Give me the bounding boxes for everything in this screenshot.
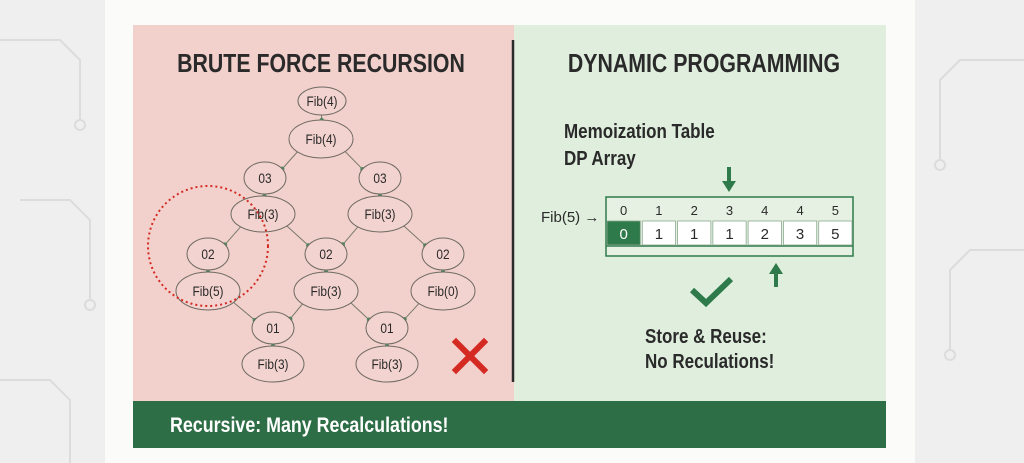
dp-value: 5: [831, 226, 839, 243]
memoization-table-label: Memoization Table: [564, 120, 715, 143]
down-arrow-icon: [722, 167, 736, 192]
tree-edge: [342, 224, 361, 245]
tree-edge: [342, 149, 363, 170]
dp-value: 2: [761, 226, 769, 243]
dp-index: 4: [796, 203, 803, 218]
tree-edge: [224, 224, 243, 245]
dp-index: 2: [691, 203, 698, 218]
tree-node: 03: [243, 161, 287, 195]
dynamic-programming-title: DYNAMIC PROGRAMMING: [568, 49, 840, 79]
tree-node: Fib(3): [241, 345, 305, 383]
tree-node: Fib(3): [230, 195, 296, 233]
tree-node: Fib(3): [293, 271, 359, 311]
dp-cell: [712, 220, 747, 246]
tree-node: 02: [421, 237, 465, 271]
tree-node-label: Fib(3): [257, 356, 288, 372]
tree-node: 01: [251, 311, 295, 345]
dp-cell: [677, 220, 712, 246]
dp-cell: [641, 220, 676, 246]
tree-node-label: Fib(0): [427, 283, 458, 299]
tree-node-label: 01: [266, 320, 279, 336]
repeated-call-highlight: [147, 185, 269, 307]
tree-node: Fib(0): [410, 271, 476, 311]
dp-value: 1: [690, 226, 698, 243]
tree-node-label: 03: [258, 170, 271, 186]
row-label: Fib(5) →: [541, 209, 599, 226]
tree-edge: [348, 300, 370, 321]
tree-node-label: 02: [201, 246, 214, 262]
dp-value: 3: [796, 226, 804, 243]
tree-edge: [289, 301, 305, 320]
tree-node-label: Fib(3): [364, 206, 395, 222]
brute-force-title: BRUTE FORCE RECURSION: [177, 49, 465, 79]
dp-value: 1: [725, 226, 733, 243]
dp-cell: [783, 220, 818, 246]
tree-node-label: 01: [380, 320, 393, 336]
tree-node-label: Fib(5): [192, 283, 223, 299]
tree-node: 02: [304, 237, 348, 271]
tree-node-label: Fib(3): [247, 206, 278, 222]
tree-node: 01: [365, 311, 409, 345]
checkmark-icon: [689, 276, 734, 308]
x-mark-icon: [451, 337, 489, 375]
tree-node: Fib(5): [175, 271, 241, 311]
tree-edge: [281, 149, 300, 170]
tree-edge: [400, 223, 426, 246]
dp-cell: [606, 220, 641, 246]
dp-cell: [747, 220, 782, 246]
tree-node-label: Fib(3): [310, 283, 341, 299]
dp-index: 3: [726, 203, 733, 218]
tree-node: Fib(3): [355, 345, 419, 383]
dp-array-table: 0 1 2 3 4 4 5 0 1 1 1 2 3 5: [605, 196, 854, 257]
tree-node-label: Fib(3): [371, 356, 402, 372]
tree-edge: [230, 300, 256, 321]
dp-value: 1: [655, 226, 663, 243]
tree-node: 03: [358, 161, 402, 195]
dp-index: 0: [620, 203, 627, 218]
dp-cell: [818, 220, 853, 246]
tree-node-label: Fib(4): [306, 93, 337, 109]
tree-edge: [404, 301, 422, 320]
dp-index: 4: [761, 203, 768, 218]
tree-edge: [283, 223, 309, 246]
dp-index: 1: [655, 203, 662, 218]
tree-node-label: 03: [373, 170, 386, 186]
tree-node: Fib(3): [347, 195, 413, 233]
footer-banner: [133, 401, 886, 448]
tree-node: 02: [186, 237, 230, 271]
tree-node-label: 02: [319, 246, 332, 262]
no-recalculations-caption: No Reculations!: [645, 350, 774, 373]
tree-node: Fib(4): [297, 86, 347, 116]
circuit-background: [0, 39, 1024, 463]
up-arrow-icon: [769, 263, 783, 287]
dp-array-label: DP Array: [564, 147, 636, 170]
dp-value: 0: [619, 226, 627, 243]
dp-index: 5: [832, 203, 839, 218]
tree-node: Fib(4): [288, 119, 354, 159]
tree-node-label: 02: [436, 246, 449, 262]
footer-text: Recursive: Many Recalculations!: [170, 414, 448, 438]
tree-node-label: Fib(4): [305, 131, 336, 147]
store-reuse-caption: Store & Reuse:: [645, 325, 767, 348]
